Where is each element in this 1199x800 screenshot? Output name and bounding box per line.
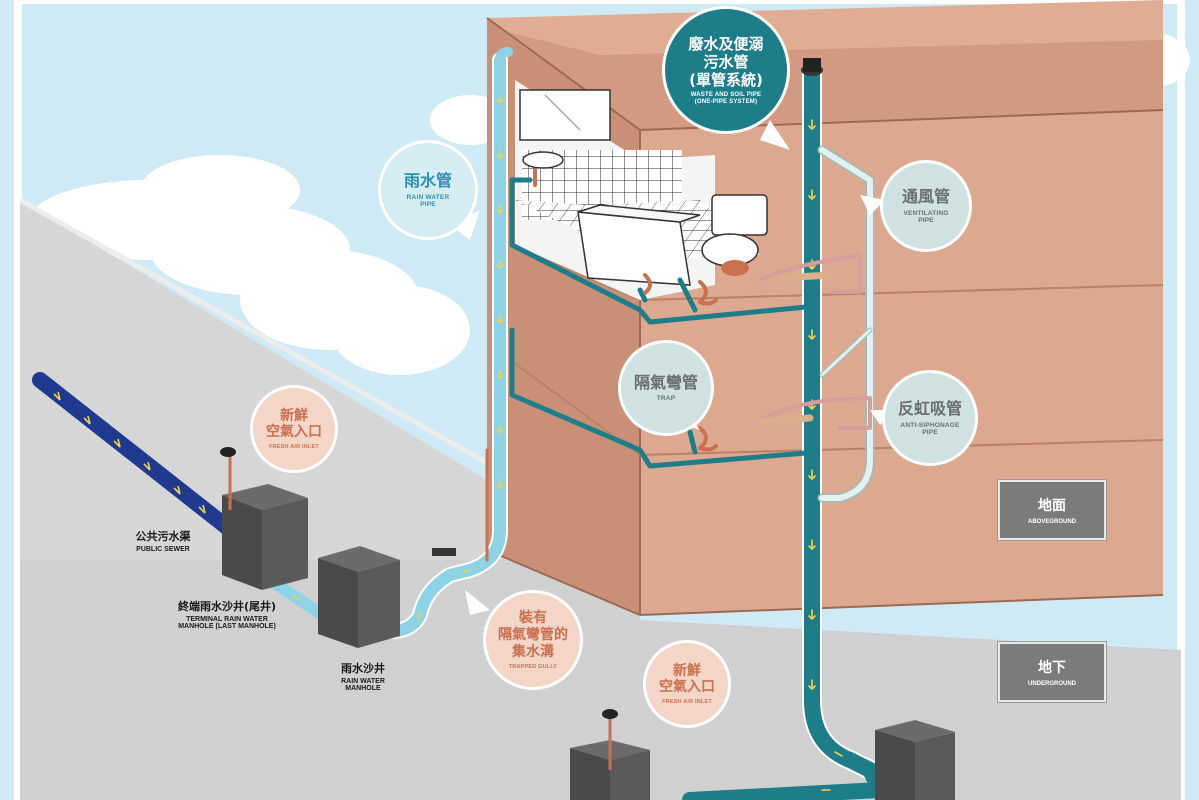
level-aboveground-zh: 地面 bbox=[1038, 498, 1066, 514]
callout-waste-soil-pipe-en2: (ONE-PIPE SYSTEM) bbox=[694, 98, 758, 105]
callout-ventilating-pipe-zh: 通風管 bbox=[901, 187, 950, 207]
callout-fresh-air-inlet-2-zh1: 新鮮 bbox=[673, 662, 701, 679]
callout-fresh-air-inlet-2-en: FRESH AIR INLET bbox=[662, 699, 712, 706]
callout-waste-soil-pipe-zh2: 污水管 bbox=[703, 52, 749, 71]
callout-ventilating-pipe: 通風管 VENTILATING PIPE bbox=[880, 160, 972, 252]
callout-rain-water-pipe: 雨水管 RAIN WATER PIPE bbox=[378, 140, 478, 240]
frame bbox=[14, 0, 1185, 800]
lower-branch-pipes bbox=[509, 327, 872, 469]
callout-trapped-gully-en: TRAPPED GULLY bbox=[508, 663, 558, 670]
level-underground-en: UNDERGROUND bbox=[1028, 681, 1076, 687]
bathroom-cutaway bbox=[515, 80, 768, 300]
callout-fresh-air-inlet-1-zh2: 空氣入口 bbox=[266, 424, 322, 441]
underground-chamber bbox=[875, 720, 955, 800]
callout-waste-soil-pipe-zh3: (單管系統) bbox=[689, 70, 763, 89]
terminal-manhole bbox=[220, 447, 308, 590]
callout-fresh-air-inlet-2: 新鮮 空氣入口 FRESH AIR INLET bbox=[643, 640, 731, 728]
callout-anti-siphonage-pipe: 反虹吸管 ANTI-SIPHONAGE PIPE bbox=[882, 370, 978, 466]
callout-fresh-air-inlet-1-zh1: 新鮮 bbox=[280, 407, 308, 424]
label-public-sewer: 公共污水渠 PUBLIC SEWER bbox=[108, 528, 218, 553]
callout-trapped-gully-zh3: 集水溝 bbox=[512, 643, 554, 660]
rain-water-manhole bbox=[318, 546, 400, 648]
callout-waste-soil-pipe-zh1: 廢水及便溺 bbox=[688, 34, 764, 53]
callout-trap-zh: 隔氣彎管 bbox=[633, 373, 698, 393]
label-terminal-manhole-en2: MANHOLE (LAST MANHOLE) bbox=[178, 623, 276, 630]
ventilating-pipe bbox=[817, 145, 875, 503]
callout-trapped-gully-zh2: 隔氣彎管的 bbox=[498, 626, 568, 643]
callout-rain-water-pipe-zh: 雨水管 bbox=[403, 171, 452, 191]
callout-trap: 隔氣彎管 TRAP bbox=[618, 340, 714, 436]
label-terminal-manhole: 終端雨水沙井(尾井) TERMINAL RAIN WATER MANHOLE (… bbox=[142, 598, 312, 630]
callout-ventilating-pipe-en: VENTILATING PIPE bbox=[903, 209, 949, 225]
callout-fresh-air-inlet-2-zh2: 空氣入口 bbox=[659, 679, 715, 696]
callout-fresh-air-inlet-1-en: FRESH AIR INLET bbox=[269, 444, 319, 451]
callout-anti-siphonage-pipe-zh: 反虹吸管 bbox=[897, 399, 962, 419]
callout-waste-soil-pipe: 廢水及便溺 污水管 (單管系統) WASTE AND SOIL PIPE (ON… bbox=[662, 6, 790, 134]
callout-trap-en: TRAP bbox=[656, 395, 676, 403]
level-aboveground: 地面 ABOVEGROUND bbox=[998, 480, 1106, 540]
callout-waste-soil-pipe-en1: WASTE AND SOIL PIPE bbox=[690, 91, 762, 98]
callout-rain-water-pipe-en: RAIN WATER PIPE bbox=[406, 193, 450, 209]
callout-anti-siphonage-pipe-en: ANTI-SIPHONAGE PIPE bbox=[900, 421, 960, 437]
label-rain-water-manhole-zh: 雨水沙井 bbox=[341, 662, 385, 675]
upper-branch-pipes bbox=[509, 168, 862, 325]
label-terminal-manhole-en1: TERMINAL RAIN WATER bbox=[186, 616, 268, 623]
callout-trapped-gully: 裝有 隔氣彎管的 集水溝 TRAPPED GULLY bbox=[483, 590, 583, 690]
label-rain-water-manhole-en2: MANHOLE bbox=[345, 685, 381, 692]
fresh-air-inlet-box-2 bbox=[570, 709, 650, 800]
callout-fresh-air-inlet-1: 新鮮 空氣入口 FRESH AIR INLET bbox=[250, 385, 338, 473]
ground bbox=[20, 200, 1181, 800]
level-underground-zh: 地下 bbox=[1038, 660, 1066, 676]
label-rain-water-manhole: 雨水沙井 RAIN WATER MANHOLE bbox=[318, 660, 408, 692]
rain-water-pipe bbox=[264, 47, 513, 639]
label-rain-water-manhole-en1: RAIN WATER bbox=[341, 678, 385, 685]
label-public-sewer-en: PUBLIC SEWER bbox=[136, 546, 190, 553]
callout-trapped-gully-zh1: 裝有 bbox=[519, 610, 547, 627]
label-terminal-manhole-zh: 終端雨水沙井(尾井) bbox=[177, 600, 277, 613]
level-underground: 地下 UNDERGROUND bbox=[998, 642, 1106, 702]
label-public-sewer-zh: 公共污水渠 bbox=[135, 530, 191, 543]
level-aboveground-en: ABOVEGROUND bbox=[1027, 519, 1076, 525]
public-sewer-pipe bbox=[32, 372, 236, 536]
